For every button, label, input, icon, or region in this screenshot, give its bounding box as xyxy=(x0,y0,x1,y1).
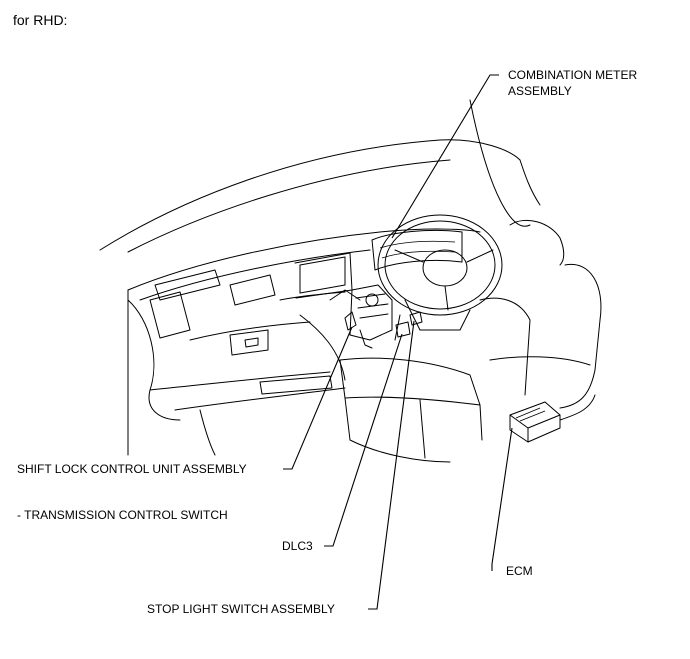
leader-shift-lock xyxy=(283,326,353,470)
label-shift-lock-control-unit: SHIFT LOCK CONTROL UNIT ASSEMBLY xyxy=(17,462,247,476)
label-dlc3: DLC3 xyxy=(282,539,313,553)
label-transmission-control-switch: - TRANSMISSION CONTROL SWITCH xyxy=(17,508,228,522)
leader-combination-meter xyxy=(391,74,499,239)
steering-wheel xyxy=(371,214,503,341)
leader-dlc3 xyxy=(324,333,403,547)
stop-light-switch xyxy=(409,311,423,326)
label-combination-meter-line2: ASSEMBLY xyxy=(508,84,572,98)
dlc3-connector xyxy=(395,321,411,338)
diagram-heading: for RHD: xyxy=(13,12,68,28)
leader-lines xyxy=(283,74,513,610)
seat-and-console xyxy=(339,220,602,463)
leader-ecm xyxy=(491,427,513,571)
label-stop-light-switch: STOP LIGHT SWITCH ASSEMBLY xyxy=(147,602,335,616)
label-ecm: ECM xyxy=(506,564,533,578)
dashboard xyxy=(127,228,481,456)
shift-lock-unit xyxy=(344,284,393,349)
label-combination-meter-line1: COMBINATION METER xyxy=(508,68,638,82)
ecm-unit xyxy=(509,394,596,443)
leader-stop-light xyxy=(368,320,415,610)
windshield-frame xyxy=(99,99,541,253)
